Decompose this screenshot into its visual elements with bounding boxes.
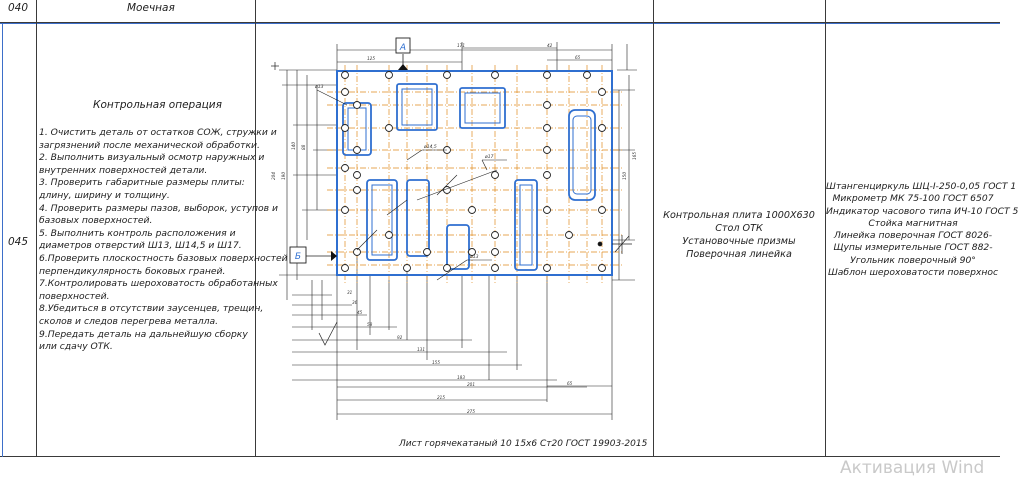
svg-text:ø13: ø13 <box>469 254 479 260</box>
instrument-item: Штангенциркуль ШЦ-I-250-0,05 ГОСТ 1 <box>826 181 1017 192</box>
svg-text:ø13: ø13 <box>314 84 324 90</box>
instruments-list: Штангенциркуль ШЦ-I-250-0,05 ГОСТ 1 Микр… <box>826 181 1018 279</box>
instrument-item: Микрометр МК 75-100 ГОСТ 6507 <box>832 193 994 205</box>
svg-text:183: 183 <box>457 375 465 380</box>
svg-text:171: 171 <box>457 43 465 48</box>
roughness-symbol <box>318 321 338 346</box>
table-column-divider <box>255 0 256 457</box>
instrument-item: Индикатор часового типа ИЧ-10 ГОСТ 5 <box>826 205 1018 217</box>
step-line: диаметров отверстий Ш13, Ш14,5 и Ш17. <box>39 240 242 252</box>
svg-text:215: 215 <box>437 395 445 400</box>
instrument-item: Стойка магнитная <box>868 217 958 229</box>
table-column-divider <box>825 0 826 457</box>
leader-lines <box>316 89 507 281</box>
svg-text:65: 65 <box>575 55 581 60</box>
svg-text:155: 155 <box>432 360 440 365</box>
svg-text:131: 131 <box>417 347 425 352</box>
equipment-item: Контрольная плита 1000Х630 <box>663 210 815 221</box>
datum-a-marker: А <box>395 37 411 70</box>
step-line: 1. Очистить деталь от остатков СОЖ, стру… <box>39 127 277 138</box>
svg-text:165: 165 <box>632 152 637 160</box>
drawing-caption: Лист горячекатаный 10 15х6 Ст20 ГОСТ 199… <box>398 439 648 449</box>
svg-text:42: 42 <box>547 43 553 48</box>
svg-text:204: 204 <box>271 172 276 180</box>
instrument-item: Линейка поверочная ГОСТ 8026- <box>833 230 993 242</box>
svg-text:150: 150 <box>622 172 627 180</box>
edge-marker <box>271 62 279 70</box>
table-column-divider <box>36 0 37 457</box>
step-line: 9.Передать деталь на дальнейшую сборку <box>39 328 248 340</box>
step-line: или сдачу ОТК. <box>39 341 113 353</box>
step-line: загрязнений после механической обработки… <box>39 139 260 151</box>
operation-steps: 1. Очистить деталь от остатков СОЖ, стру… <box>39 127 297 354</box>
instrument-item: Угольник поверочный 90° <box>850 254 976 266</box>
equipment-item: Установочные призмы <box>682 236 796 247</box>
operation-number-040: 040 <box>8 2 29 14</box>
table-row-divider <box>0 22 1000 23</box>
operation-name-040: Моечная <box>127 2 175 14</box>
svg-text:58: 58 <box>367 322 373 327</box>
plate-drawing: ø14,5 ø17 ø13 ø13 171 42 125 65 31 36 45… <box>271 37 648 449</box>
svg-text:201: 201 <box>467 382 475 387</box>
step-line: 6.Проверить плоскостность базовых поверх… <box>39 252 297 264</box>
datum-b-label: Б <box>295 252 301 262</box>
step-line: 7.Контролировать шероховатость обработан… <box>39 278 278 290</box>
dimension-value-marks: 171 42 125 65 31 36 45 58 92 131 155 183… <box>271 43 637 414</box>
svg-text:ø14,5: ø14,5 <box>423 144 437 150</box>
leader-labels: ø14,5 ø17 ø13 ø13 <box>314 84 494 260</box>
table-column-divider <box>653 0 654 457</box>
datum-a-label: А <box>399 43 406 53</box>
step-line: сколов и следов перегрева металла. <box>39 315 219 327</box>
instrument-item: Щупы измерительные ГОСТ 882- <box>833 242 993 254</box>
plate-outline <box>336 70 613 276</box>
svg-text:140: 140 <box>291 142 296 150</box>
svg-text:ø17: ø17 <box>484 154 494 160</box>
holes <box>341 71 606 272</box>
pockets <box>342 83 596 271</box>
table-bottom-border <box>0 456 1000 457</box>
step-line: 4. Проверить размеры пазов, выборок, уст… <box>39 202 278 214</box>
operation-heading: Контрольная операция <box>93 99 222 111</box>
step-line: 3. Проверить габаритные размеры плиты: <box>39 177 245 189</box>
section-marker <box>597 235 632 254</box>
left-dimension-chain <box>279 69 337 300</box>
datum-b-marker: Б <box>289 246 337 264</box>
table-row-divider <box>0 23 1000 24</box>
step-line: базовых поверхностей. <box>39 215 153 227</box>
svg-text:36: 36 <box>352 300 358 305</box>
equipment-item: Стол ОТК <box>715 223 763 234</box>
svg-text:31: 31 <box>347 290 353 295</box>
svg-text:88: 88 <box>301 144 306 150</box>
step-line: 2. Выполнить визуальный осмотр наружных … <box>39 152 265 164</box>
step-line: 5. Выполнить контроль расположения и <box>39 227 236 239</box>
equipment-item: Поверочная линейка <box>686 249 792 260</box>
svg-text:125: 125 <box>367 56 375 61</box>
activation-watermark: Активация Wind <box>840 458 985 478</box>
operation-number-045: 045 <box>8 236 29 248</box>
step-line: внутренних поверхностей детали. <box>39 164 208 176</box>
table-left-border <box>2 23 3 457</box>
svg-text:65: 65 <box>567 381 573 386</box>
step-line: перпендикулярность боковых граней. <box>39 265 226 277</box>
step-line: 8.Убедиться в отсутствии заусенцев, трещ… <box>39 303 264 315</box>
svg-text:190: 190 <box>281 172 286 180</box>
instrument-item: Шаблон шероховатости поверхнос <box>827 267 999 279</box>
svg-text:45: 45 <box>357 310 363 315</box>
svg-text:275: 275 <box>467 409 475 414</box>
svg-text:92: 92 <box>397 335 403 340</box>
step-line: поверхностей. <box>39 290 110 302</box>
right-dimension-chain <box>612 75 635 281</box>
equipment-list: Контрольная плита 1000Х630 Стол ОТК Уста… <box>655 209 823 261</box>
step-line: длину, ширину и толщину. <box>39 189 170 201</box>
